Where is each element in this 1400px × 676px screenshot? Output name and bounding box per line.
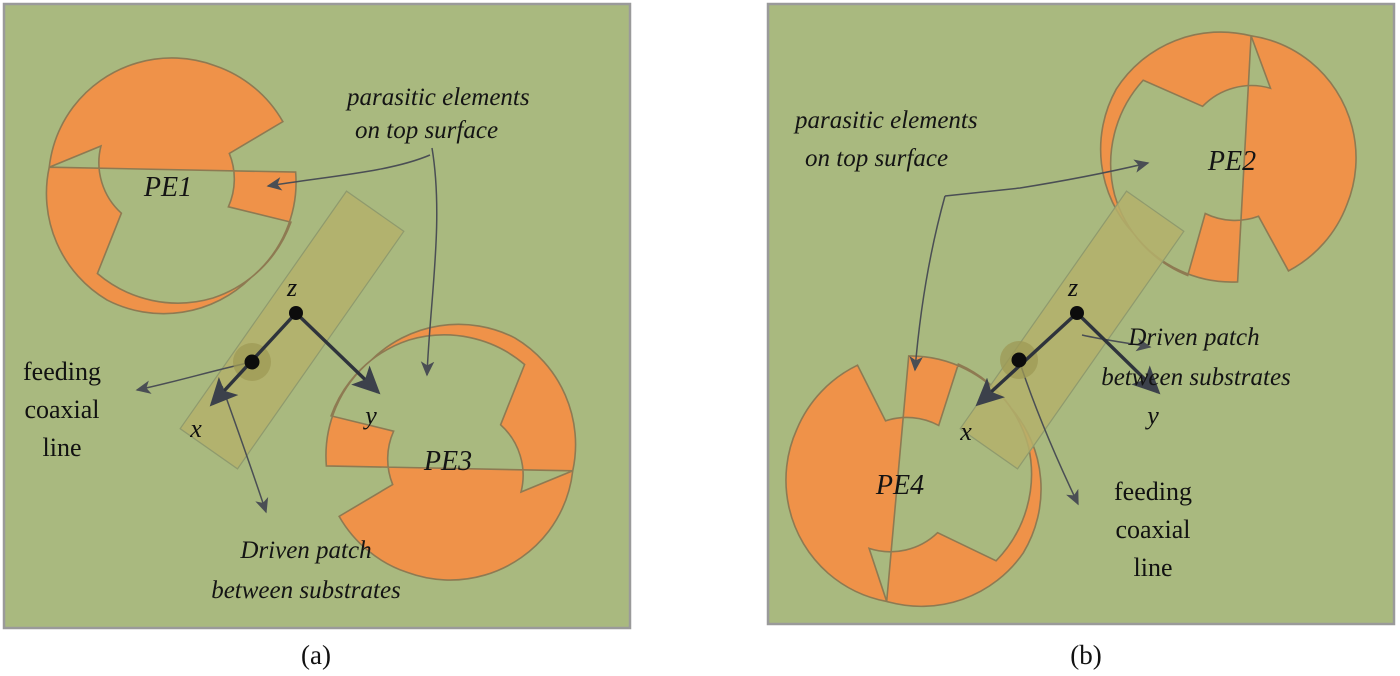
annotation-driven-patch-b: Driven patch between substrates xyxy=(1101,324,1291,391)
axis-label-x-b: x xyxy=(959,417,972,446)
patch-label-pe2: PE2 xyxy=(1207,146,1256,177)
annotation-line: coaxial xyxy=(24,395,99,424)
y-axis-line-b xyxy=(1075,311,1161,395)
annotation-parasitic-b: parasitic elements on top surface xyxy=(793,107,978,172)
leader-parasitic-to-pe1 xyxy=(266,154,431,191)
z-origin-dot-a xyxy=(289,306,303,320)
panel-b: PE2 PE4 z x y parasitic elements on top … xyxy=(766,2,1396,670)
patch-label-pe4: PE4 xyxy=(875,470,924,501)
annotation-line: parasitic elements xyxy=(345,84,530,111)
coordinate-axes-b xyxy=(975,306,1161,407)
x-axis-line-b xyxy=(975,311,1079,407)
pe1-body xyxy=(45,57,297,315)
annotation-line: between substrates xyxy=(211,577,401,604)
annotation-line: line xyxy=(43,433,82,462)
annotation-line: Driven patch xyxy=(239,537,371,564)
annotation-feeding-coax-b: feeding coaxial line xyxy=(1114,477,1192,582)
patch-label-pe1: PE1 xyxy=(143,172,192,203)
axis-label-x-a: x xyxy=(189,414,202,443)
patch-PE1[interactable] xyxy=(21,35,320,336)
annotation-line: coaxial xyxy=(1115,515,1190,544)
substrate-strip xyxy=(959,190,1185,470)
axis-label-z-a: z xyxy=(286,273,297,302)
pe4-body xyxy=(785,355,1042,608)
annotation-line: feeding xyxy=(23,357,101,386)
panel-a: PE1 PE3 z x y parasitic elements on top … xyxy=(2,2,632,670)
patch-label-pe3: PE3 xyxy=(423,446,472,477)
feed-point-dot-b xyxy=(1011,352,1027,368)
coordinate-axes-a xyxy=(209,306,381,407)
annotation-feeding-coax-a: feeding coaxial line xyxy=(23,357,101,462)
annotation-line: on top surface xyxy=(805,145,948,172)
leader-parasitic-to-pe2 xyxy=(944,159,1150,197)
patch-PE2[interactable] xyxy=(1082,10,1376,301)
annotation-line: line xyxy=(1134,553,1173,582)
z-origin-dot-b xyxy=(1070,306,1084,320)
annotation-line: between substrates xyxy=(1101,364,1291,391)
driven-patch-substrate-b[interactable] xyxy=(959,190,1185,470)
pe3-body xyxy=(325,323,577,581)
annotation-line: feeding xyxy=(1114,477,1192,506)
axis-label-y-b: y xyxy=(1144,401,1159,430)
axis-label-y-a: y xyxy=(362,401,377,430)
panel-caption-a: (a) xyxy=(301,640,331,670)
leader-driven-patch-b xyxy=(1081,334,1152,352)
leader-parasitic-to-pe3 xyxy=(420,147,438,377)
annotation-driven-patch-a: Driven patch between substrates xyxy=(211,537,401,604)
feed-point-dot-a xyxy=(244,354,260,370)
annotation-parasitic-a: parasitic elements on top surface xyxy=(345,84,530,144)
leader-parasitic-to-pe4 xyxy=(909,195,946,372)
axis-label-z-b: z xyxy=(1067,273,1078,302)
patch-PE4[interactable] xyxy=(770,340,1056,624)
annotation-line: on top surface xyxy=(355,117,498,144)
annotation-line: Driven patch xyxy=(1127,324,1259,351)
pe2-body xyxy=(1099,31,1357,283)
y-axis-line-a xyxy=(294,311,381,395)
annotation-line: parasitic elements xyxy=(793,107,978,134)
patch-PE3[interactable] xyxy=(303,302,601,602)
panel-caption-b: (b) xyxy=(1070,640,1101,670)
